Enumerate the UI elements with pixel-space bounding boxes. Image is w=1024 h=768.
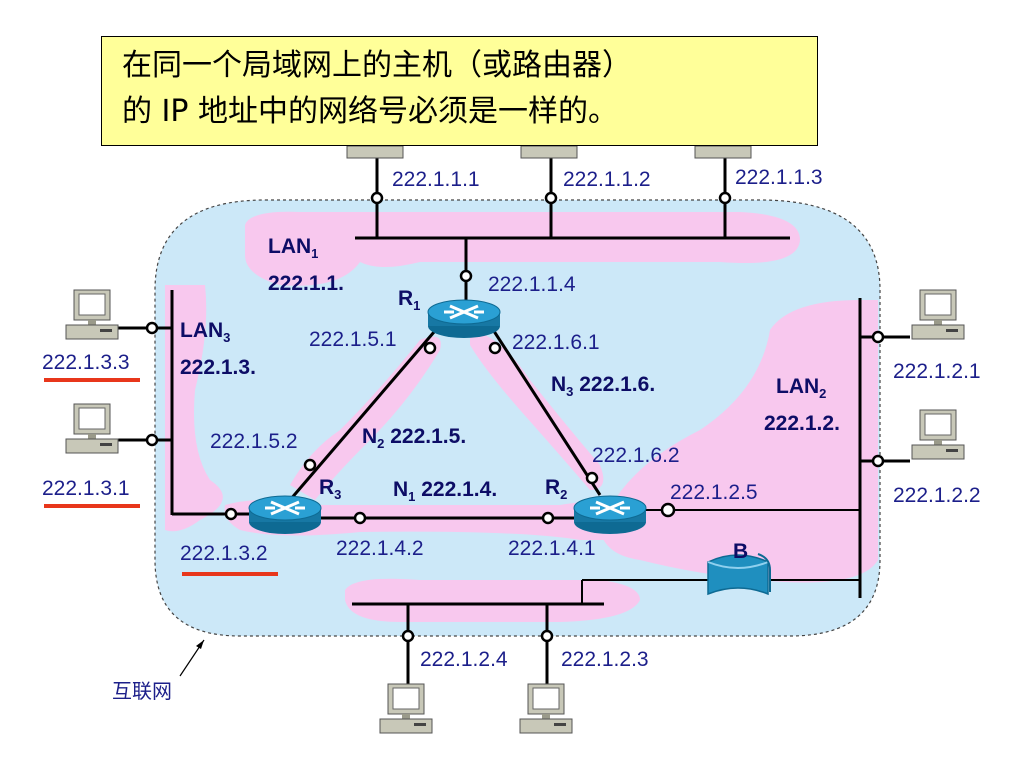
host-lan3-bottom-icon <box>65 403 119 454</box>
underline-lan3-top <box>44 378 140 382</box>
internet-label: 互联网 <box>112 679 172 703</box>
title-line-2: 的 IP 地址中的网络号必须是一样的。 <box>122 94 619 129</box>
n1-label: N1 222.1.4. <box>393 478 498 504</box>
lan1-highlight <box>245 211 800 286</box>
host-lan2-bottom-icon <box>911 409 965 460</box>
addr-lan3-top: 222.1.3.3 <box>42 351 130 374</box>
title-callout: 在同一个局域网上的主机（或路由器） 的 IP 地址中的网络号必须是一样的。 <box>101 36 818 146</box>
host-bottom-right-icon <box>519 683 573 734</box>
addr-lan2-bottom: 222.1.2.2 <box>893 484 981 507</box>
addr-lan2-top: 222.1.2.1 <box>893 360 981 383</box>
bridge-icon <box>707 553 771 596</box>
host-lan2-top-icon <box>911 289 965 340</box>
addr-r3-n2: 222.1.5.2 <box>210 430 298 453</box>
addr-r1-lan1: 222.1.1.4 <box>488 273 576 296</box>
addr-lan3-bottom: 222.1.3.1 <box>42 477 130 500</box>
addr-r2-n3: 222.1.6.2 <box>592 444 680 467</box>
r1-label: R1 <box>398 287 421 313</box>
r2-label: R2 <box>545 476 568 502</box>
addr-h2: 222.1.1.2 <box>563 168 651 191</box>
n1-highlight <box>224 500 656 540</box>
underline-r3-lan3 <box>182 572 278 576</box>
n2-label: N2 222.1.5. <box>362 425 467 451</box>
addr-r2-n1: 222.1.4.1 <box>508 537 596 560</box>
addr-h1: 222.1.1.1 <box>392 168 480 191</box>
addr-r3-n1: 222.1.4.2 <box>336 537 424 560</box>
host-lan3-top-icon <box>65 289 119 340</box>
addr-h3: 222.1.1.3 <box>735 166 823 189</box>
title-line-1: 在同一个局域网上的主机（或路由器） <box>122 48 632 83</box>
lan3-highlight <box>165 285 223 532</box>
lan2-bottom-highlight <box>345 578 640 622</box>
n3-label: N3 222.1.6. <box>551 373 656 399</box>
router-r1-icon <box>426 298 502 340</box>
underline-lan3-bottom <box>44 504 140 508</box>
router-r2-icon <box>572 494 648 536</box>
r3-label: R3 <box>319 476 342 502</box>
addr-r3-lan3: 222.1.3.2 <box>180 542 268 565</box>
host-lan1-3-icon <box>694 145 752 159</box>
addr-r1-n2: 222.1.5.1 <box>309 328 397 351</box>
addr-r2-lan2: 222.1.2.5 <box>670 481 758 504</box>
addr-bottom-right: 222.1.2.3 <box>561 648 649 671</box>
host-lan1-1-icon <box>346 145 404 159</box>
addr-r1-n3: 222.1.6.1 <box>512 331 600 354</box>
host-bottom-left-icon <box>379 683 433 734</box>
router-r3-icon <box>247 494 323 536</box>
bridge-label: B <box>733 540 749 563</box>
n2-highlight <box>290 336 441 500</box>
host-lan1-2-icon <box>520 145 578 159</box>
addr-bottom-left: 222.1.2.4 <box>420 648 508 671</box>
